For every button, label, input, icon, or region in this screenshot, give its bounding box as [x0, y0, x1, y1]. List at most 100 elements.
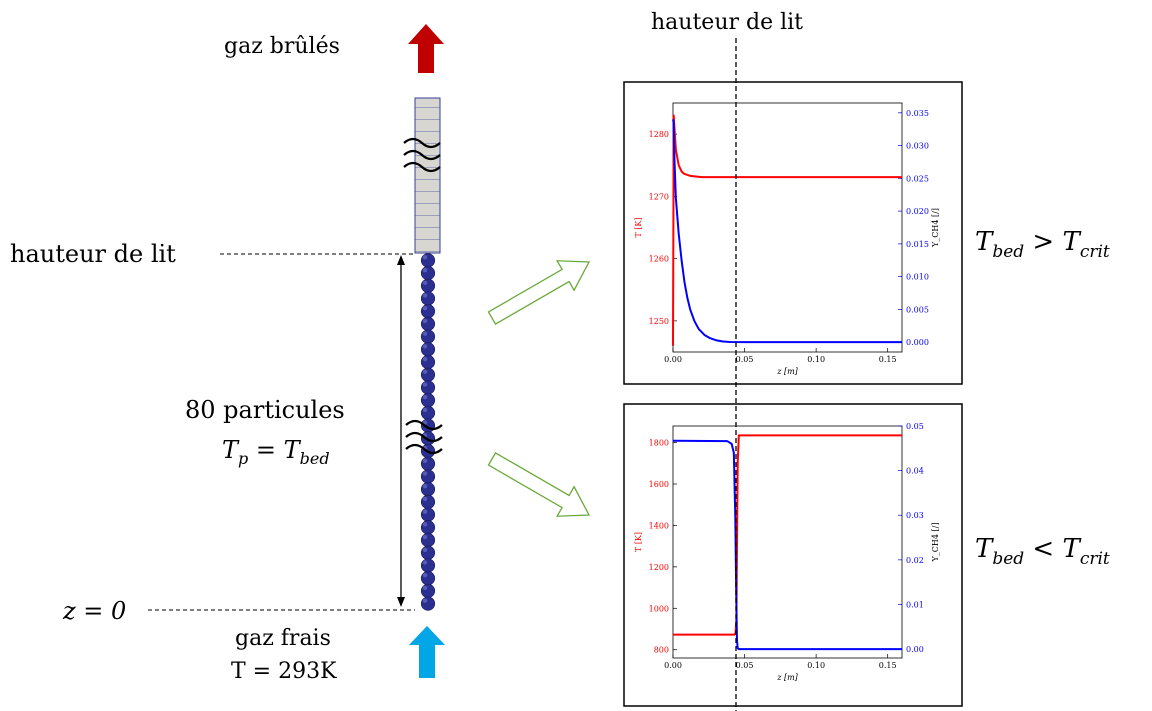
particle: [420, 342, 436, 357]
condition-lower: Tbed < Tcrit: [975, 534, 1110, 569]
particle: [420, 304, 436, 319]
particle-highlight: [422, 293, 428, 298]
particle: [420, 316, 436, 331]
y-left-tick-label: 800: [654, 646, 669, 655]
y-right-tick-label: 0.01: [906, 600, 924, 609]
fresh-gas-label: gaz frais: [235, 626, 331, 651]
particle-highlight: [422, 344, 428, 349]
hollow-arrow-upper: [487, 260, 591, 325]
particle-highlight: [422, 267, 428, 273]
particle: [420, 291, 436, 306]
particle-highlight: [422, 547, 428, 552]
y-right-tick-label: 0.015: [906, 240, 929, 249]
y-right-tick-label: 0.00: [906, 645, 924, 654]
particle: [420, 355, 436, 370]
y-right-tick-label: 0.005: [906, 305, 929, 314]
hollow-arrow-lower: [487, 452, 591, 517]
particle-highlight: [422, 585, 428, 591]
burnt-gas-arrow: [408, 24, 444, 73]
y-right-tick-label: 0.02: [906, 556, 924, 565]
particle-highlight: [422, 560, 428, 565]
particle: [420, 367, 436, 382]
particle: [420, 266, 436, 281]
particle: [420, 596, 436, 611]
particle: [420, 571, 436, 586]
particle: [420, 494, 436, 509]
particle-highlight: [422, 458, 428, 463]
particle: [420, 469, 436, 484]
particle: [420, 253, 436, 268]
y-right-tick-label: 0.025: [906, 174, 929, 183]
particle-highlight: [422, 407, 428, 413]
y-right-tick-label: 0.000: [906, 338, 929, 347]
particle: [420, 380, 436, 395]
x-tick-label: 0.00: [664, 661, 682, 670]
particle-highlight: [422, 255, 428, 260]
particle-highlight: [422, 484, 428, 489]
x-axis-title: z [m]: [776, 367, 798, 376]
upper-chart: 0.00 0.05 0.10 0.15 1250 1260 1270 1280 0.000 0.0…: [634, 102, 940, 376]
x-tick-label: 0.05: [736, 661, 754, 670]
bed-height-top-label: hauteur de lit: [651, 10, 803, 35]
particle: [420, 583, 436, 598]
break-mark-top: [403, 137, 441, 173]
particle-stack: [420, 253, 436, 611]
particle-highlight: [422, 598, 428, 603]
y-left-tick-label: 1000: [649, 604, 669, 613]
particle-highlight: [422, 306, 428, 311]
fresh-gas-arrow: [409, 626, 445, 678]
particle: [420, 431, 436, 446]
y-left-tick-label: 1250: [649, 317, 669, 326]
y-left-tick-label: 1600: [649, 480, 669, 489]
bed-height-label: hauteur de lit: [10, 240, 176, 268]
x-tick-label: 0.15: [879, 355, 897, 364]
x-tick-label: 0.00: [664, 355, 682, 364]
y-right-tick-label: 0.03: [906, 511, 924, 520]
particle: [420, 558, 436, 573]
x-tick-label: 0.05: [736, 355, 754, 364]
condition-upper: Tbed > Tcrit: [975, 227, 1110, 262]
particle-highlight: [422, 318, 428, 324]
upper-chart-frame: [623, 81, 963, 385]
temperature-series-line: [673, 434, 902, 636]
particle: [420, 405, 436, 420]
y-right-tick-label: 0.030: [906, 142, 929, 151]
lower-chart-frame: [623, 403, 963, 707]
lower-chart: 0.00 0.05 0.10 0.15 800 1000 1200 1400 1600 1800 0…: [634, 422, 940, 682]
temperature-series-line: [672, 114, 902, 346]
particle-highlight: [422, 280, 428, 285]
y-left-tick-label: 1400: [649, 521, 669, 530]
y-right-tick-label: 0.04: [906, 467, 924, 476]
break-mark-mid: [405, 419, 443, 455]
burnt-gas-label: gaz brûlés: [224, 34, 340, 59]
y-left-tick-label: 1200: [649, 563, 669, 572]
x-tick-label: 0.10: [807, 661, 825, 670]
y-left-tick-label: 1270: [649, 192, 669, 201]
particle-highlight: [422, 395, 428, 400]
y-left-tick-label: 1260: [649, 255, 669, 264]
gas-region: [414, 97, 441, 254]
x-tick-label: 0.10: [807, 355, 825, 364]
y-right-axis-title: Y_CH4 [/]: [931, 523, 940, 563]
x-tick-label: 0.15: [879, 661, 897, 670]
y-left-tick-label: 1800: [649, 439, 669, 448]
z-zero-label: z = 0: [62, 597, 126, 625]
particle-highlight: [422, 522, 428, 527]
particle-highlight: [422, 356, 428, 362]
methane-series-line: [672, 119, 902, 344]
particle: [420, 533, 436, 548]
y-left-axis-title: T [K]: [634, 532, 643, 552]
y-right-tick-label: 0.010: [906, 273, 929, 282]
particle-highlight: [422, 369, 428, 374]
bed-span-arrow: [397, 255, 405, 607]
methane-series-line: [672, 439, 902, 651]
particle-highlight: [422, 471, 428, 476]
fresh-gas-temperature: T = 293K: [231, 659, 337, 684]
y-right-tick-label: 0.05: [906, 422, 924, 431]
particle: [420, 278, 436, 293]
particle: [420, 393, 436, 408]
particle: [420, 456, 436, 471]
y-left-tick-label: 1280: [649, 130, 669, 139]
plot-area: [672, 425, 903, 659]
